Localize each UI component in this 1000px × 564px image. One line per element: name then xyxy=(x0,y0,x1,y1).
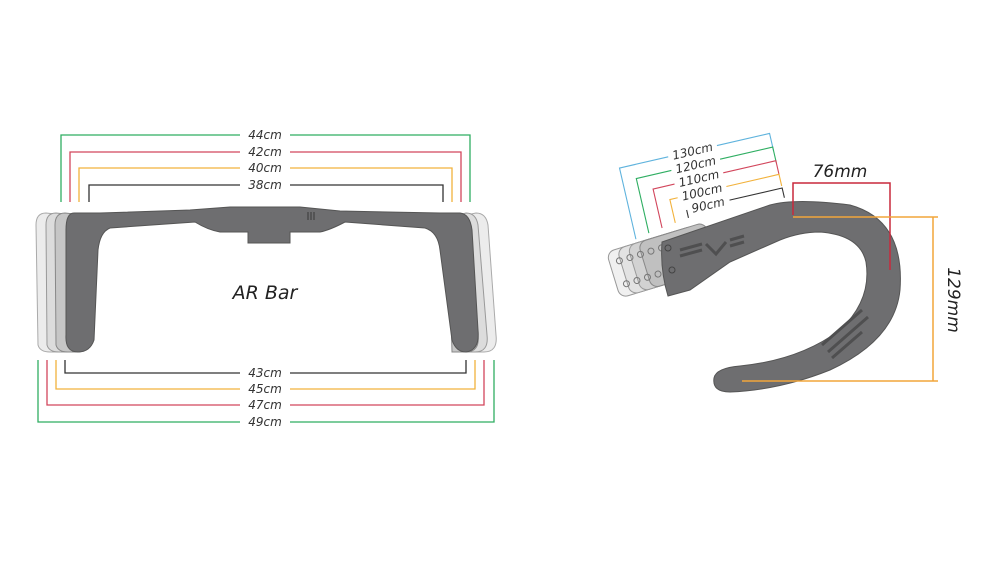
width-47cm xyxy=(46,360,485,406)
width-label-43: 43cm xyxy=(248,366,282,380)
ar-bar-body xyxy=(65,206,479,353)
width-38cm xyxy=(88,184,444,202)
ar-bar-side-view xyxy=(607,201,901,393)
stem-120 xyxy=(635,146,777,234)
stem-130 xyxy=(618,132,775,240)
width-42cm xyxy=(69,151,462,202)
reach-label: 76mm xyxy=(813,162,868,182)
width-label-47: 47cm xyxy=(248,398,282,412)
width-label-42: 42cm xyxy=(248,145,282,159)
reach-dimension xyxy=(792,182,891,270)
drop-dimension xyxy=(742,216,938,382)
bottom-width-dimensions: 43cm 45cm 47cm 49cm xyxy=(37,360,495,429)
width-label-44: 44cm xyxy=(248,128,282,142)
width-label-38: 38cm xyxy=(248,178,282,192)
width-44cm xyxy=(60,134,471,202)
stem-clamp-grooves xyxy=(307,212,315,220)
width-label-45: 45cm xyxy=(248,382,282,396)
width-45cm xyxy=(55,360,476,390)
enve-logo-icon xyxy=(679,234,869,360)
width-40cm xyxy=(78,167,453,202)
stem-90 xyxy=(686,187,785,218)
width-label-49: 49cm xyxy=(248,415,282,429)
drop-label: 129mm xyxy=(943,267,963,333)
width-43cm xyxy=(64,360,467,374)
side-bar-body xyxy=(661,201,901,393)
width-49cm xyxy=(37,360,495,423)
width-label-40: 40cm xyxy=(248,161,282,175)
bar-title: AR Bar xyxy=(231,282,299,304)
stem-110 xyxy=(652,160,780,229)
top-width-dimensions: 44cm 42cm 40cm 38cm xyxy=(60,128,471,202)
stem-100 xyxy=(669,173,783,224)
ar-bar-front-view: AR Bar xyxy=(35,206,497,353)
